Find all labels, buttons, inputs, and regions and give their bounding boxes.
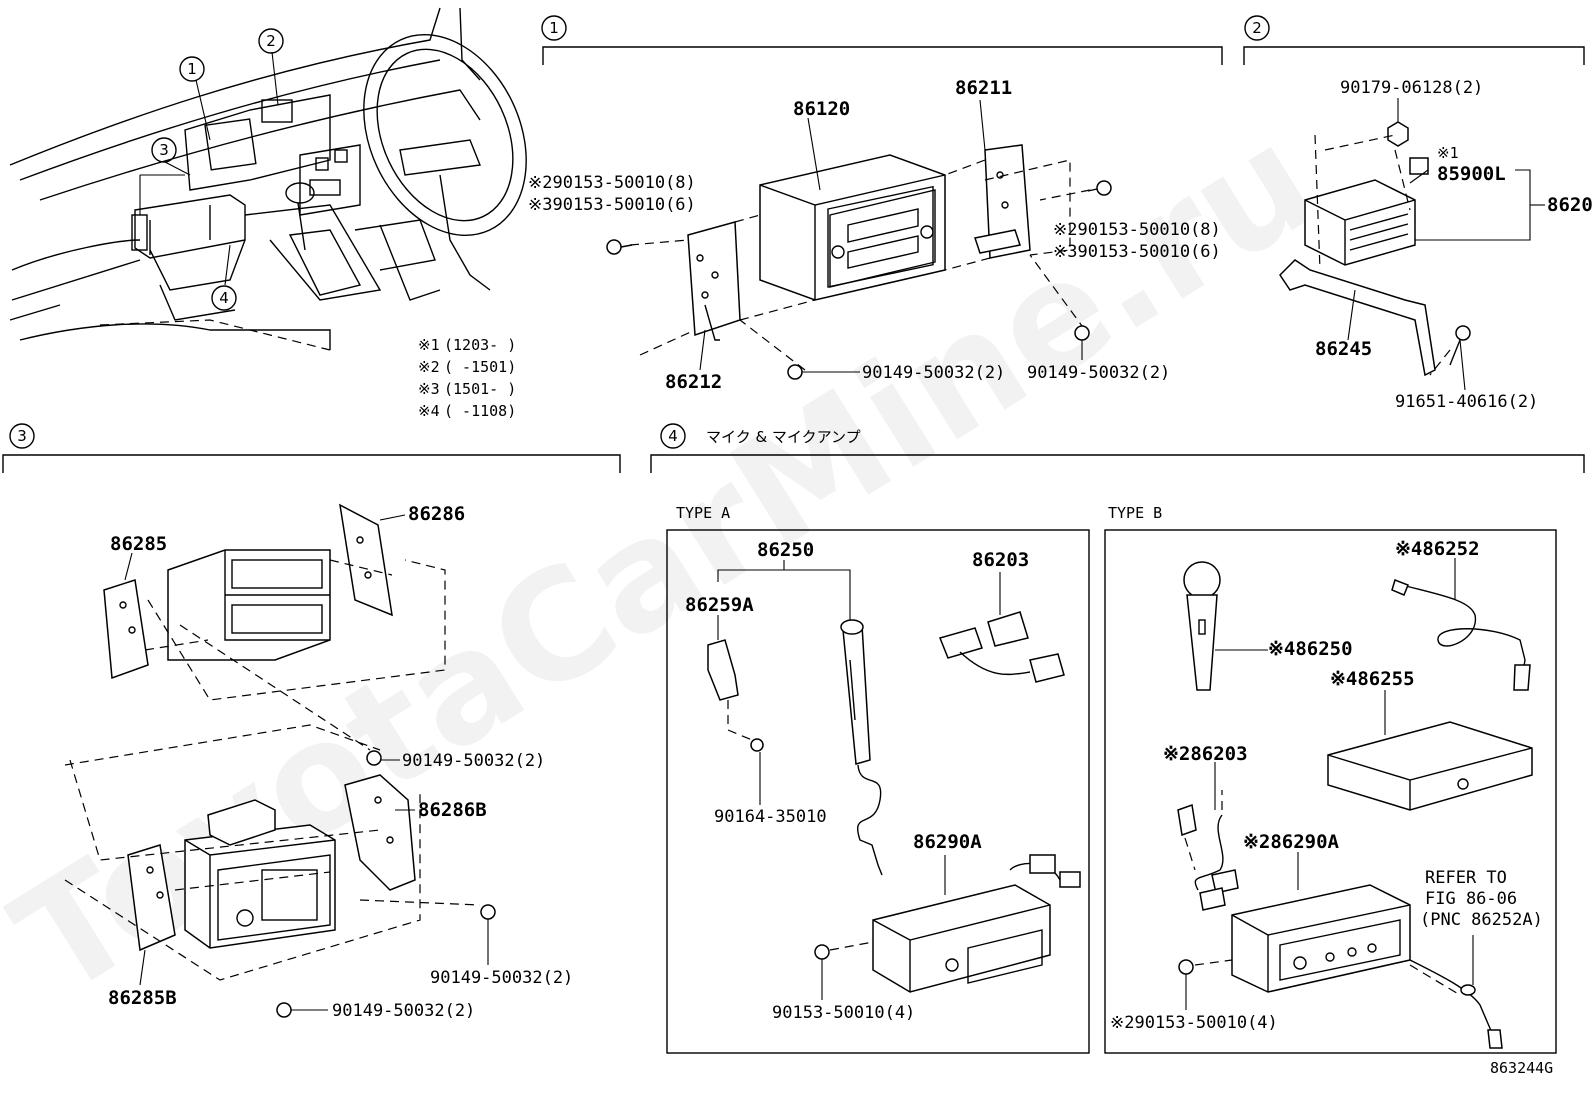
bolt-icon — [1449, 325, 1471, 366]
section-4-number: 4 — [668, 427, 678, 445]
label-screw-b: 90149-50032(2) — [430, 968, 573, 988]
screw-icon — [787, 364, 803, 380]
label-86120: 86120 — [793, 98, 850, 120]
note-1-text: (1203- ) — [444, 336, 516, 354]
type-b-label: TYPE B — [1108, 504, 1162, 522]
label-86212: 86212 — [665, 371, 722, 393]
label-left-bolt-b: ※390153-50010(6) — [528, 195, 696, 215]
label-a-86250: 86250 — [757, 539, 814, 561]
type-b-parts — [1177, 558, 1533, 1049]
label-mark-1: ※1 — [1437, 144, 1459, 162]
section-headers: 1 2 3 4 マイク & マイクアンプ — [2, 15, 1585, 473]
label-a-screw-amp: 90153-50010(4) — [772, 1003, 915, 1023]
callout-3: 3 — [159, 141, 169, 159]
callout-1: 1 — [187, 60, 197, 78]
screw-icon — [1087, 180, 1112, 196]
label-b-refer-line2: FIG 86-06 — [1425, 889, 1517, 909]
panel-2-module — [1279, 98, 1545, 391]
dashboard-overview — [9, 7, 527, 351]
label-a-screw-clip: 90164-35010 — [714, 807, 827, 827]
note-2-mark: ※2 — [418, 358, 440, 376]
screw-icon — [1074, 325, 1090, 341]
label-86285: 86285 — [110, 533, 167, 555]
label-a-86290A: 86290A — [913, 831, 982, 853]
callout-2: 2 — [266, 32, 276, 50]
label-b-refer-line1: REFER TO — [1425, 868, 1507, 888]
figure-code: 863244G — [1490, 1059, 1553, 1077]
label-86285B: 86285B — [108, 987, 177, 1009]
screw-icon — [480, 904, 496, 920]
type-a-label: TYPE A — [676, 504, 730, 522]
panel-1-head-unit — [606, 99, 1112, 380]
type-a-box — [666, 529, 1090, 1054]
label-screw-bottom-right: 90149-50032(2) — [1027, 363, 1170, 383]
screw-icon — [606, 239, 633, 255]
section-3-number: 3 — [17, 427, 27, 445]
label-right-bolt-b: ※390153-50010(6) — [1053, 242, 1221, 262]
screw-icon — [366, 750, 382, 766]
label-bolt-91651: 91651-40616(2) — [1395, 392, 1538, 412]
label-screw-bottom-left: 90149-50032(2) — [862, 363, 1005, 383]
note-3-text: (1501- ) — [444, 380, 516, 398]
type-a-parts — [707, 560, 1081, 1000]
label-b-refer-line3: (PNC 86252A) — [1420, 910, 1543, 930]
label-screw-a: 90149-50032(2) — [402, 751, 545, 771]
screw-icon — [276, 1002, 292, 1018]
label-86286B: 86286B — [418, 799, 487, 821]
label-b-86203: ※286203 — [1163, 743, 1248, 765]
section-1-number: 1 — [549, 19, 559, 37]
label-a-86203: 86203 — [972, 549, 1029, 571]
note-4-mark: ※4 — [418, 402, 440, 420]
screw-icon — [814, 944, 830, 960]
note-4-text: ( -1108) — [444, 402, 516, 420]
overview-callouts: 1 2 3 4 — [151, 28, 284, 311]
label-b-86255: ※486255 — [1330, 668, 1415, 690]
label-b-86290A: ※286290A — [1243, 831, 1340, 853]
note-3-mark: ※3 — [418, 380, 440, 398]
note-2-text: ( -1501) — [444, 358, 516, 376]
note-1-mark: ※1 — [418, 336, 440, 354]
label-85900L: 85900L — [1437, 163, 1506, 185]
label-86211: 86211 — [955, 77, 1012, 99]
applicability-notes: ※1 (1203- ) ※2 ( -1501) ※3 (1501- ) ※4 (… — [418, 336, 516, 420]
label-screw-c: 90149-50032(2) — [332, 1001, 475, 1021]
label-86286: 86286 — [408, 503, 465, 525]
label-a-86259A: 86259A — [685, 594, 754, 616]
label-86206: 86206 — [1547, 194, 1592, 216]
type-b-box — [1104, 529, 1557, 1054]
section-2-number: 2 — [1252, 19, 1262, 37]
panel-3-brackets — [64, 503, 496, 1018]
screw-icon — [750, 738, 764, 752]
label-b-screw: ※290153-50010(4) — [1110, 1013, 1278, 1033]
label-nut: 90179-06128(2) — [1340, 78, 1483, 98]
label-left-bolt-a: ※290153-50010(8) — [528, 173, 696, 193]
screw-icon — [1178, 959, 1194, 975]
section-4-title: マイク & マイクアンプ — [706, 428, 861, 446]
label-right-bolt-a: ※290153-50010(8) — [1053, 220, 1221, 240]
label-b-86250: ※486250 — [1268, 638, 1353, 660]
label-b-86252: ※486252 — [1395, 538, 1480, 560]
label-86245: 86245 — [1315, 338, 1372, 360]
callout-4: 4 — [219, 289, 229, 307]
